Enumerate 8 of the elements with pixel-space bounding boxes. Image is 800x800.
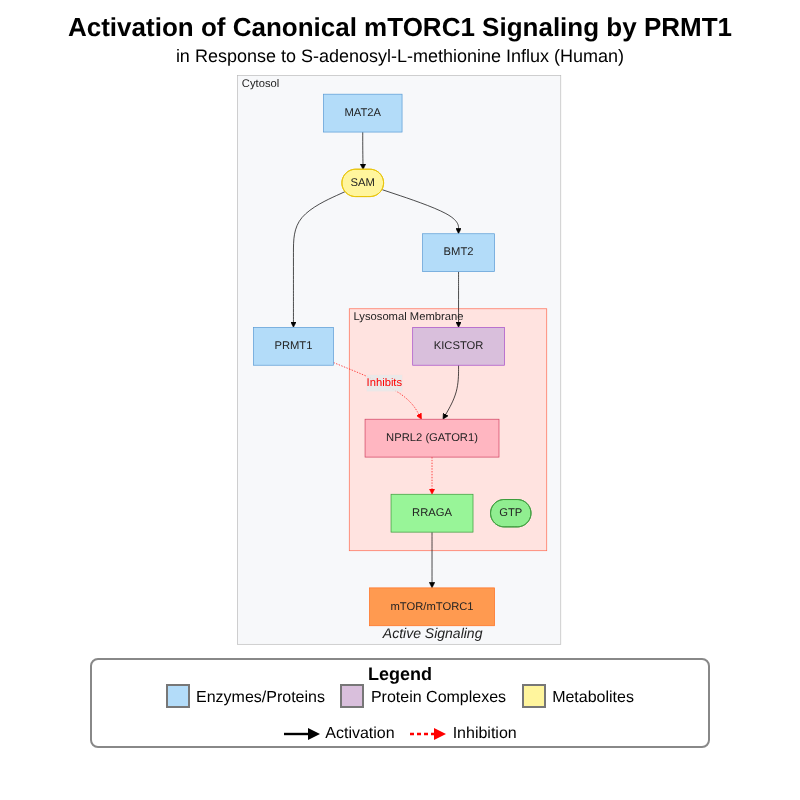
legend-title: Legend [365,664,434,684]
legend-label: Protein Complexes [370,687,507,705]
legend-label: Activation [325,724,395,742]
legend-label: Enzymes/Proteins [196,687,325,705]
subtitle: in Response to S-adenosyl-L-methionine Influx (Human) [173,46,627,66]
legend-label: Inhibition [452,724,517,742]
legend-label: Metabolites [552,687,634,705]
diagram-title: Activation of Canonical mTORC1 Signaling by PRMT1 [65,12,735,42]
